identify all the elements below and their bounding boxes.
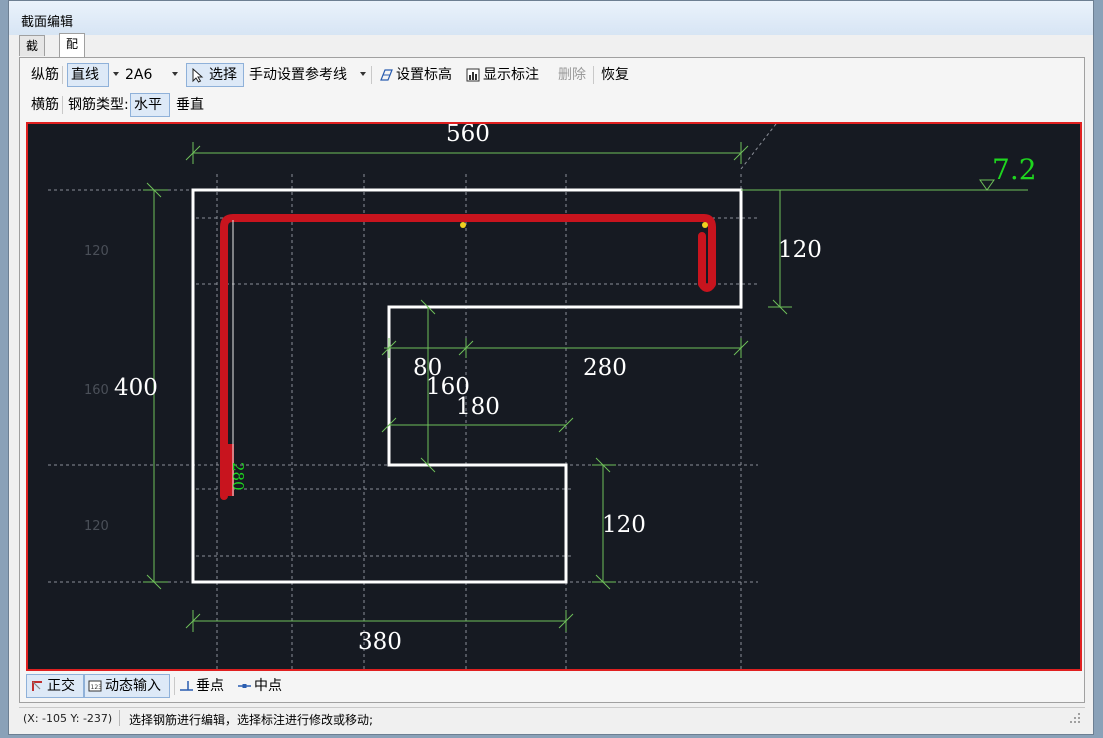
toolbar-separator — [62, 96, 63, 114]
dim-left-text[interactable]: 400 — [114, 375, 158, 401]
toolbar-separator — [174, 677, 175, 695]
dimension-chart-icon — [466, 68, 480, 82]
set-elevation-button[interactable]: 设置标高 — [376, 63, 455, 87]
ortho-button[interactable]: 正交 — [26, 674, 84, 698]
toolbar-separator — [62, 66, 63, 84]
select-label: 选择 — [209, 67, 237, 83]
status-bar: (X: -105 Y: -237) 选择钢筋进行编辑，选择标注进行修改或移动; — [19, 707, 1085, 730]
cursor-coordinates: (X: -105 Y: -237) — [23, 712, 113, 725]
section-outline[interactable] — [191, 188, 743, 584]
manual-ref-line-dropdown[interactable]: 手动设置参考线 — [249, 67, 347, 83]
midpoint-snap-button[interactable]: 中点 — [234, 674, 285, 698]
status-message: 选择钢筋进行编辑，选择标注进行修改或移动; — [129, 713, 374, 727]
reinforcement-panel: 纵筋 直线 2A6 选择 手动设置参考线 设置标高 显示标注 删除 恢 — [19, 57, 1085, 703]
dim-right-top-text[interactable]: 120 — [778, 237, 822, 263]
chevron-down-icon[interactable] — [172, 72, 178, 76]
dim-280-text[interactable]: 280 — [583, 355, 627, 381]
status-separator — [119, 710, 120, 726]
perpendicular-label: 垂点 — [196, 678, 224, 694]
section-drawing[interactable]: 560 120 400 80 280 160 180 120 380 7.2 2… — [28, 121, 1080, 669]
dim-80-text[interactable]: 80 — [413, 355, 442, 381]
cursor-arrow-icon — [192, 68, 204, 83]
dimension-labels[interactable]: 560 120 400 80 280 160 180 120 380 — [114, 121, 822, 655]
ref-label: 120 — [84, 519, 109, 534]
elevation-text[interactable]: 7.2 — [992, 153, 1037, 186]
dimension-lines — [143, 142, 1028, 632]
dim-bottom-text[interactable]: 380 — [358, 629, 402, 655]
rebar-node-point[interactable] — [702, 222, 708, 228]
drawing-canvas[interactable]: 560 120 400 80 280 160 180 120 380 7.2 2… — [26, 121, 1082, 671]
midpoint-label: 中点 — [254, 678, 282, 694]
section-editor-window: 截面编辑 截面 配筋 纵筋 直线 2A6 选择 手动设置参考线 设置标高 — [8, 0, 1094, 735]
show-dimension-button[interactable]: 显示标注 — [463, 63, 542, 87]
rebar-path[interactable] — [220, 214, 716, 500]
select-button[interactable]: 选择 — [186, 63, 244, 87]
dynamic-input-button[interactable]: 123 动态输入 — [84, 674, 170, 698]
dim-160-text[interactable]: 160 — [426, 374, 470, 400]
rebar-length-text[interactable]: 280 — [229, 462, 247, 491]
transverse-label: 横筋 — [31, 97, 59, 113]
rebar-type-label: 钢筋类型: — [68, 97, 129, 113]
dynamic-input-label: 动态输入 — [105, 678, 161, 694]
tab-reinforcement[interactable]: 配筋 — [59, 33, 86, 71]
horizontal-button[interactable]: 水平 — [130, 93, 170, 117]
midpoint-icon — [238, 684, 251, 688]
delete-button[interactable]: 删除 — [558, 67, 586, 83]
perpendicular-snap-button[interactable]: 垂点 — [176, 674, 227, 698]
ortho-icon — [32, 681, 42, 691]
rebar-spec-dropdown[interactable]: 2A6 — [125, 67, 153, 83]
chevron-down-icon[interactable] — [360, 72, 366, 76]
restore-button[interactable]: 恢复 — [601, 67, 629, 83]
dim-180-text[interactable]: 180 — [456, 394, 500, 420]
ref-label: 160 — [84, 383, 109, 398]
elevation-icon — [380, 69, 393, 81]
longitudinal-label: 纵筋 — [31, 67, 59, 83]
show-dimension-label: 显示标注 — [483, 67, 539, 83]
vertical-button[interactable]: 垂直 — [176, 97, 204, 113]
tab-section[interactable]: 截面 — [19, 35, 46, 73]
resize-grip-icon[interactable] — [1069, 712, 1081, 724]
set-elevation-label: 设置标高 — [396, 67, 452, 83]
line-type-dropdown[interactable]: 直线 — [67, 63, 109, 87]
ortho-label: 正交 — [47, 678, 75, 694]
reference-labels: 120 160 120 — [84, 244, 109, 534]
ref-label: 120 — [84, 244, 109, 259]
window-title: 截面编辑 — [21, 15, 74, 30]
toolbar-separator — [593, 66, 594, 84]
perpendicular-icon — [180, 681, 193, 691]
dim-right-bottom-text[interactable]: 120 — [602, 512, 646, 538]
dynamic-input-icon: 123 — [88, 680, 103, 692]
dim-top-text[interactable]: 560 — [446, 121, 490, 147]
toolbar-separator — [371, 66, 372, 84]
svg-text:123: 123 — [91, 684, 103, 691]
title-bar: 截面编辑 — [9, 1, 1093, 35]
rebar-node-point[interactable] — [460, 222, 466, 228]
chevron-down-icon[interactable] — [113, 72, 119, 76]
